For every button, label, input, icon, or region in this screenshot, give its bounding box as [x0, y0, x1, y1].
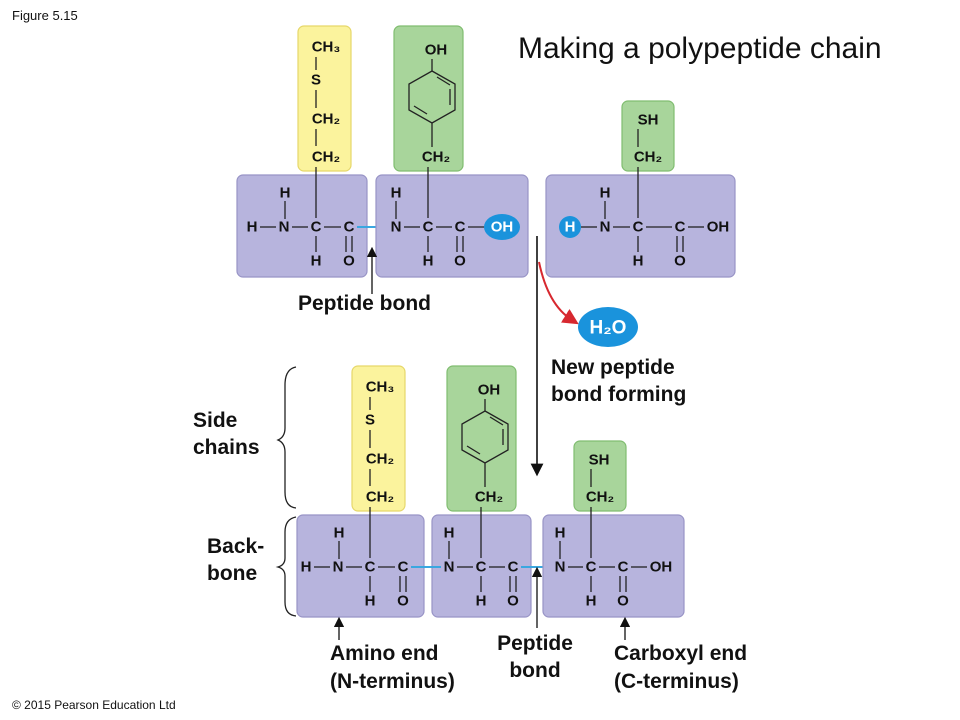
atom-ch2: CH₂ [586, 489, 614, 506]
side-chain-box [573, 440, 627, 512]
backbone-box [542, 514, 685, 618]
amino-acid-3-bottom: SH CH₂ N C C OH H H O [542, 440, 685, 618]
side-chain-box [297, 25, 352, 172]
atom-o: O [454, 253, 466, 270]
atom-o: O [674, 253, 686, 270]
atom-ch3: CH₃ [312, 39, 341, 56]
hydrogen-highlight [559, 216, 581, 238]
new-bond-label-line2: bond forming [551, 383, 686, 406]
amino-acid-1-top: CH₃ S CH₂ CH₂ H N C C H H O [236, 25, 368, 278]
carboxyl-end-label-line2: (C-terminus) [614, 670, 739, 693]
atom-n: N [600, 219, 611, 236]
atom-h: H [600, 185, 611, 202]
atom-ch2: CH₂ [312, 149, 340, 166]
atom-c: C [675, 219, 686, 236]
side-chains-label-line2: chains [193, 436, 260, 459]
atom-c: C [423, 219, 434, 236]
atom-n: N [555, 559, 566, 576]
atom-h: H [555, 525, 566, 542]
atom-h: H [586, 593, 597, 610]
backbone-label-line1: Back- [207, 535, 264, 558]
atom-sh: SH [589, 452, 610, 469]
atom-oh: OH [425, 42, 448, 59]
atom-c: C [586, 559, 597, 576]
new-bond-label-line1: New peptide [551, 356, 675, 379]
backbone-box [545, 174, 736, 278]
atom-s: S [311, 72, 321, 89]
peptide-bond-label: Peptide bond [298, 292, 431, 315]
carboxyl-end-label-line1: Carboxyl end [614, 642, 747, 665]
atom-o: O [617, 593, 629, 610]
atom-o: O [343, 253, 355, 270]
atom-c: C [344, 219, 355, 236]
atom-h: H [633, 253, 644, 270]
amino-acid-1-bottom [296, 365, 425, 618]
atom-h: H [280, 185, 291, 202]
water-label: H₂O [590, 318, 627, 339]
atom-ch2: CH₂ [634, 149, 662, 166]
side-chain-box [621, 100, 675, 172]
page-title: Making a polypeptide chain [518, 32, 882, 65]
side-chains-label-line1: Side [193, 409, 237, 432]
atom-oh: OH [650, 559, 673, 576]
amino-end-label-line1: Amino end [330, 642, 439, 665]
backbone-brace [275, 516, 297, 617]
atom-oh-removed: OH [491, 219, 514, 236]
figure-label: Figure 5.15 [12, 8, 78, 23]
water-molecule [578, 307, 638, 347]
backbone-label-line2: bone [207, 562, 257, 585]
atom-n: N [391, 219, 402, 236]
atom-sh: SH [638, 112, 659, 129]
peptide-bond-label-line2: bond [509, 659, 560, 682]
copyright: © 2015 Pearson Education Ltd [12, 698, 176, 712]
peptide-bond-label-line1: Peptide [497, 632, 573, 655]
atom-c: C [618, 559, 629, 576]
amino-end-label-line2: (N-terminus) [330, 670, 455, 693]
atom-h: H [311, 253, 322, 270]
hydroxyl-highlight [484, 214, 520, 240]
atom-c: C [633, 219, 644, 236]
atom-h: H [247, 219, 258, 236]
atom-oh: OH [707, 219, 730, 236]
amino-acid-3-top: SH CH₂ H N C C OH H H O [545, 100, 736, 278]
backbone-box [375, 174, 529, 278]
atom-h: H [391, 185, 402, 202]
atom-c: C [311, 219, 322, 236]
atom-ch2: CH₂ [422, 149, 450, 166]
atom-h: H [423, 253, 434, 270]
amino-acid-2-bottom [431, 366, 532, 618]
atom-n: N [279, 219, 290, 236]
amino-acid-2-top: OH CH₂ N C C H H O OH [375, 25, 529, 278]
atom-h-removed: H [565, 219, 576, 236]
side-chains-brace [276, 366, 297, 509]
atom-ch2: CH₂ [312, 111, 340, 128]
water-release-arrow [538, 261, 579, 325]
atom-c: C [455, 219, 466, 236]
